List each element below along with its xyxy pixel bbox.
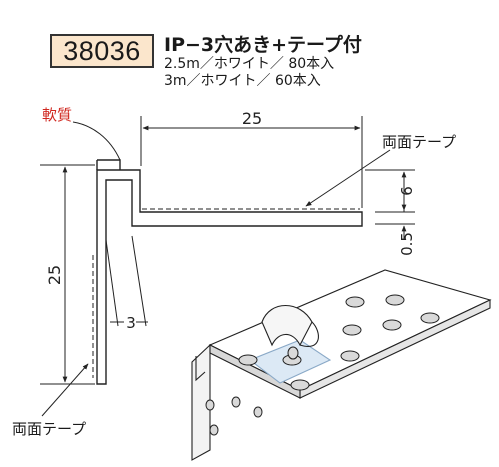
perspective-illustration [191, 269, 492, 461]
tape-bottom-leader [41, 363, 89, 417]
product-code-box: 38036 [50, 34, 154, 68]
dim-flange-width [140, 116, 363, 208]
dim-leg-gap [105, 235, 148, 327]
dim-flange-width-value: 25 [242, 109, 262, 128]
perforation-holes [205, 294, 440, 436]
double-sided-tape-label-top: 両面テープ [382, 133, 457, 151]
soft-material-label: 軟質 [42, 106, 73, 124]
dim-leg-gap-value: 3 [126, 314, 136, 332]
spec-line-1: 2.5m／ホワイト／ 80本入 [164, 56, 335, 72]
dim-depth [365, 169, 415, 240]
soft-leader [72, 121, 121, 161]
dim-depth-value: 6 [398, 186, 416, 196]
dim-leg-height [40, 164, 95, 385]
double-sided-tape-label-bottom: 両面テープ [12, 420, 87, 438]
product-title: IP−3穴あき+テープ付 [164, 34, 362, 56]
dim-tape-thickness-value: 0.5 [398, 232, 416, 256]
spec-line-2: 3m／ホワイト／ 60本入 [164, 73, 321, 89]
dim-leg-height-value: 25 [45, 265, 64, 285]
tape-top-leader [305, 149, 391, 207]
